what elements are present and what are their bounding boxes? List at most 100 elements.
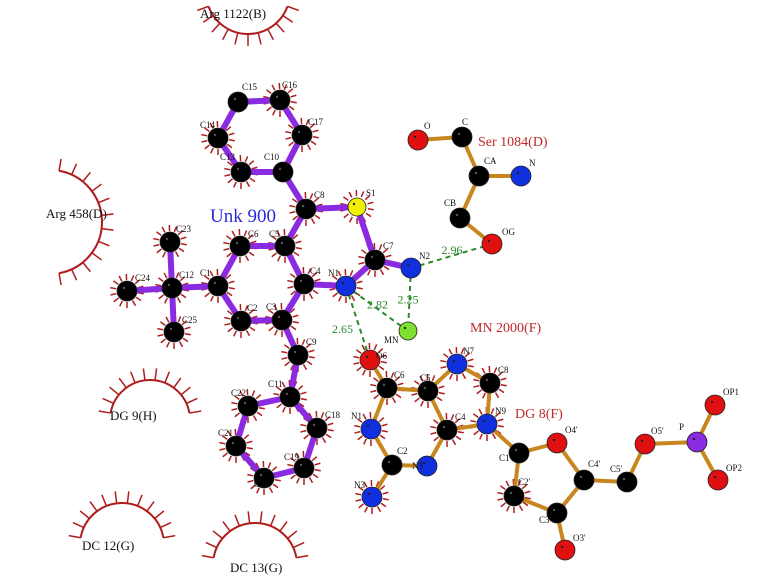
- hydrophobic-contact-spikes: [165, 316, 170, 323]
- hydrophobic-contact-spikes: [295, 240, 302, 244]
- hydrophobic-contact-spikes: [226, 310, 233, 315]
- hydrophobic-contact-spikes: [178, 247, 185, 253]
- atom-gop1: [704, 394, 726, 416]
- hydrophobic-contact-spikes: [300, 429, 307, 433]
- residue-label-mn2000: MN 2000(F): [470, 321, 542, 336]
- hydrophobic-contact-spikes: [472, 413, 479, 418]
- atom-highlight: [692, 437, 696, 441]
- hydrophobic-contact-spikes: [285, 136, 292, 140]
- atom-highlight: [285, 392, 289, 396]
- hydrophobic-contact-spikes: [226, 143, 233, 149]
- atom-gc6: [376, 377, 398, 399]
- atom-label-c8: C8: [314, 190, 325, 200]
- hydrophobic-contact-spikes: [255, 394, 262, 400]
- dc13-arc-spikes: [234, 514, 241, 527]
- dg9-arc-spikes: [129, 371, 136, 384]
- hydrophobic-contact-spikes: [314, 462, 321, 466]
- hydrophobic-contact-spikes: [378, 365, 385, 371]
- hydrophobic-contact-spikes: [135, 296, 142, 302]
- hydrophobic-contact-spikes: [517, 480, 522, 487]
- hydrophobic-contact-spikes: [224, 173, 231, 177]
- hydrophobic-contact-spikes: [498, 388, 505, 394]
- hydrophobic-contact-spikes: [290, 94, 297, 98]
- hydrophobic-contact-spikes: [461, 373, 467, 380]
- hydrophobic-contact-spikes: [380, 354, 387, 358]
- hydrophobic-contact-spikes: [397, 382, 404, 386]
- hydrophobic-contact-spikes: [490, 408, 495, 415]
- hydrophobic-contact-spikes: [249, 326, 256, 332]
- atom-gc2: [381, 454, 403, 476]
- hydrophobic-contact-spikes: [219, 441, 226, 445]
- hydrophobic-contact-spikes: [440, 365, 447, 369]
- atom-highlight: [277, 315, 281, 319]
- arg458-arc: [58, 169, 103, 275]
- hydrophobic-contact-spikes: [251, 315, 258, 319]
- hydrophobic-contact-spikes: [287, 124, 294, 129]
- atom-label-c23: C23: [176, 224, 192, 234]
- hydrophobic-contact-spikes: [234, 412, 240, 418]
- hydrophobic-contact-spikes: [267, 462, 272, 469]
- hydrophobic-contact-spikes: [243, 230, 248, 237]
- dg9-arc-spikes: [186, 397, 198, 405]
- hydrophobic-contact-spikes: [391, 397, 397, 404]
- hydrophobic-contact-spikes: [290, 474, 296, 480]
- hydrophobic-contact-spikes: [227, 327, 233, 333]
- atom-gn1: [360, 418, 382, 440]
- hydrophobic-contact-spikes: [373, 344, 378, 351]
- hydrophobic-contact-spikes: [113, 297, 119, 303]
- atom-gc5p: [616, 471, 638, 493]
- atom-highlight: [341, 281, 345, 285]
- hydrophobic-contact-spikes: [314, 278, 321, 282]
- atom-label-scb: CB: [444, 198, 456, 208]
- dc12-arc-spikes: [114, 491, 118, 504]
- hydrophobic-contact-spikes: [244, 305, 249, 312]
- hydrophobic-contact-spikes: [307, 268, 312, 275]
- atom-sc: [451, 126, 473, 148]
- hydrophobic-contact-spikes: [155, 231, 162, 236]
- hydrophobic-contact-spikes: [209, 270, 214, 277]
- atom-label-c25: C25: [182, 315, 198, 325]
- hydrophobic-contact-spikes: [305, 119, 310, 126]
- atom-go3p: [554, 539, 576, 561]
- atom-gn7: [446, 353, 468, 375]
- hydrophobic-contact-spikes: [505, 480, 510, 487]
- hydrophobic-contact-spikes: [522, 501, 529, 507]
- atom-label-c20: C20: [254, 479, 270, 489]
- atom-highlight: [243, 401, 247, 405]
- atom-label-c22: C22: [231, 388, 246, 398]
- hydrophobic-contact-spikes: [500, 377, 507, 381]
- dc12-arc-spikes: [101, 494, 108, 507]
- hydrophobic-contact-spikes: [342, 196, 349, 201]
- hydrophobic-contact-spikes: [478, 408, 483, 415]
- dg9-arc-spikes: [189, 410, 202, 414]
- atom-highlight: [167, 283, 171, 287]
- hydrophobic-contact-spikes: [497, 418, 504, 422]
- arg1122-arc-spikes: [275, 22, 285, 33]
- atom-sca: [468, 165, 490, 187]
- hydrophobic-contact-spikes: [201, 139, 208, 143]
- atom-label-c14: C14: [200, 120, 216, 130]
- hydrophobic-contact-spikes: [362, 413, 367, 420]
- atom-highlight: [299, 279, 303, 283]
- hydrophobic-contact-spikes: [268, 326, 274, 332]
- hydrophobic-contact-spikes: [231, 230, 236, 237]
- hydrophobic-contact-spikes: [284, 361, 290, 367]
- hydrophobic-contact-spikes: [184, 333, 191, 336]
- dg9-arc: [109, 379, 191, 414]
- hydrophobic-contact-spikes: [289, 308, 296, 314]
- atom-c13: [230, 161, 252, 183]
- atom-label-gop2: OP2: [726, 463, 742, 473]
- atom-label-go3p: O3': [573, 533, 586, 543]
- atom-label-c10: C10: [264, 152, 280, 162]
- arg458-arc-spikes: [58, 158, 62, 171]
- hydrophobic-contact-spikes: [370, 383, 377, 387]
- hydrophobic-contact-spikes: [497, 491, 504, 495]
- hydrophobic-contact-spikes: [249, 177, 256, 183]
- hydrophobic-contact-spikes: [464, 352, 471, 358]
- hydrophobic-contact-spikes: [314, 214, 321, 220]
- atom-highlight: [579, 475, 583, 479]
- atom-label-gn2: N3: [354, 480, 365, 490]
- atom-gc2p: [503, 485, 525, 507]
- hydrophobic-contact-spikes: [524, 490, 531, 494]
- atom-n2: [400, 257, 422, 279]
